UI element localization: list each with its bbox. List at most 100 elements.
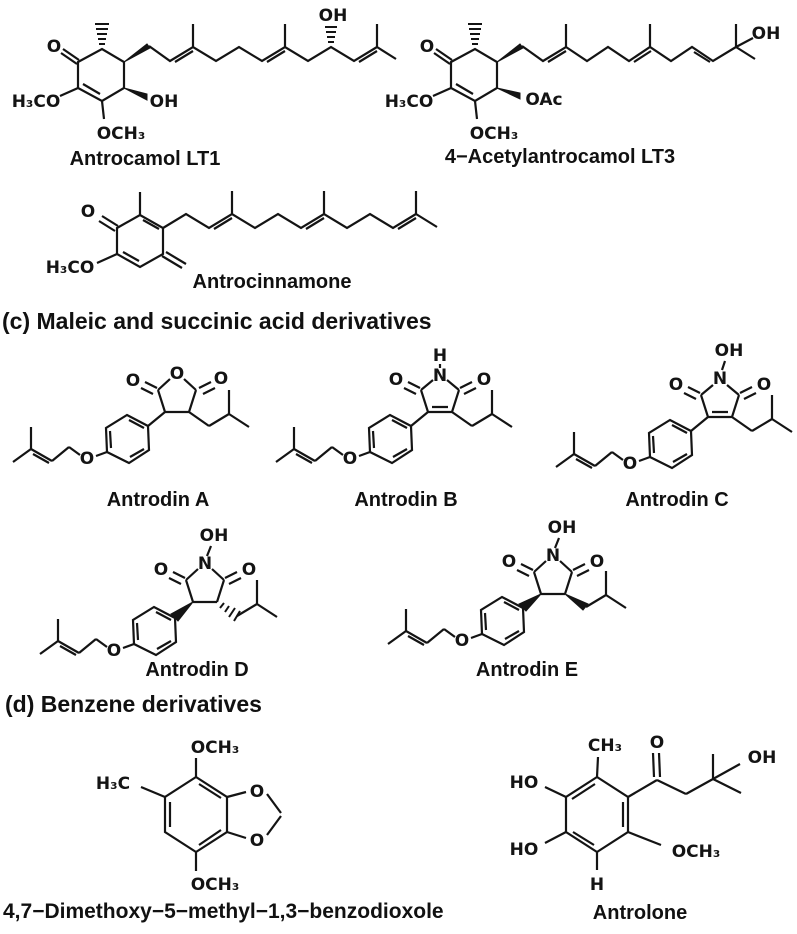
prenyloxyphenyl-group — [274, 413, 414, 471]
prenyloxyphenyl-group — [386, 595, 526, 653]
structure-antrocamol-lt1: O H₃CO OCH₃ OH OH — [12, 6, 397, 144]
atom-label-n: N — [546, 546, 560, 566]
ring-bonds — [163, 775, 229, 854]
atom-label-o: O — [420, 37, 434, 57]
hash-bond-methyl — [468, 23, 482, 45]
atom-label-o-right: O — [242, 560, 256, 580]
atom-label-och3: OCH₃ — [470, 124, 519, 144]
atom-label-n: N — [713, 369, 727, 389]
atom-label-h3co: H₃CO — [385, 92, 434, 112]
atom-label-oh: OH — [752, 24, 781, 44]
atom-label-o-bottom: O — [250, 831, 264, 851]
wedge-bond-oac — [496, 87, 521, 100]
isobutyl-group — [470, 388, 514, 429]
atom-label-och3: OCH₃ — [672, 842, 721, 862]
atom-label-och3-top: OCH₃ — [191, 738, 240, 758]
atom-label-o-left: O — [154, 560, 168, 580]
atom-label-o-right: O — [757, 375, 771, 395]
isobutyl-group — [750, 393, 794, 434]
atom-label-o: O — [650, 733, 664, 753]
atom-label-h3co: H₃CO — [12, 92, 61, 112]
wedge-bond-oh — [123, 87, 148, 101]
isobutyl-group — [584, 569, 628, 610]
double-bonds — [571, 752, 662, 846]
isobutyl-group — [235, 578, 279, 619]
hash-bond-isobutyl — [219, 602, 241, 622]
double-bonds — [60, 48, 378, 95]
prenyloxyphenyl-group — [11, 413, 151, 471]
compound-label-antrodin-a: Antrodin A — [106, 489, 210, 511]
atom-label-o: O — [81, 202, 95, 222]
atom-label-o-left: O — [502, 552, 516, 572]
hash-bond-oh — [325, 26, 337, 43]
atom-label-ch3: CH₃ — [588, 736, 622, 756]
compound-label-antrodin-d: Antrodin D — [145, 659, 249, 681]
atom-label-oac: OAc — [525, 90, 562, 110]
atom-label-o-right: O — [214, 369, 228, 389]
atom-label-h: H — [433, 346, 447, 366]
compound-label-antrolone: Antrolone — [592, 902, 688, 924]
compound-label-antrodin-c: Antrodin C — [625, 489, 729, 511]
atom-label-och3-bottom: OCH₃ — [191, 875, 240, 895]
atom-label-n: N — [433, 366, 447, 386]
structure-antrodin-d: OH N O O — [38, 526, 279, 663]
structure-antrocinnamone: O H₃CO — [46, 191, 438, 278]
imide-ring-bonds — [690, 360, 753, 432]
isobutyl-group — [207, 388, 251, 429]
imide-ring-bonds — [532, 537, 574, 596]
single-bonds — [544, 754, 742, 870]
aromatic-double-bonds — [168, 783, 222, 846]
atom-label-n: N — [198, 554, 212, 574]
atom-label-o-right: O — [477, 370, 491, 390]
double-bonds — [683, 386, 757, 414]
structure-acetylantrocamol-lt3: O H₃CO OCH₃ OAc OH — [385, 23, 781, 144]
ring-bonds — [115, 213, 165, 269]
double-bonds — [98, 215, 417, 269]
imide-ring-bonds — [147, 378, 210, 427]
compound-label-antrocamol-lt1: Antrocamol LT1 — [69, 148, 221, 170]
atom-label-o-ring: O — [170, 364, 184, 384]
hash-bond-methyl — [95, 23, 109, 45]
atom-label-oh: OH — [548, 518, 577, 538]
carbonyl-double-bonds — [168, 571, 242, 585]
double-bonds — [403, 381, 477, 409]
atom-label-o-top: O — [250, 782, 264, 802]
compound-label-antrodin-b: Antrodin B — [354, 489, 458, 511]
atom-label-oh: OH — [748, 748, 777, 768]
single-bonds — [96, 191, 438, 265]
atom-label-o-left: O — [669, 375, 683, 395]
structure-benzodioxole: OCH₃ OCH₃ H₃C O O — [96, 738, 282, 895]
imide-ring-bonds — [184, 545, 226, 604]
prenyloxyphenyl-group — [554, 418, 694, 476]
single-bonds — [432, 24, 756, 120]
atom-label-o-right: O — [590, 552, 604, 572]
structure-antrodin-c: OH N O O — [554, 341, 794, 476]
double-bonds — [433, 48, 711, 95]
atom-label-h: H — [590, 875, 604, 895]
compound-label-antrodin-e: Antrodin E — [475, 659, 579, 681]
structure-antrodin-a: O O O — [11, 364, 251, 471]
compound-label-benzodioxole: 4,7−Dimethoxy−5−methyl−1,3−benzodioxole — [3, 900, 444, 923]
ring-bonds — [564, 775, 630, 854]
section-heading-d: (d) Benzene derivatives — [5, 691, 262, 717]
wedge-bond-chain — [496, 43, 524, 63]
atom-label-oh-ring: OH — [150, 92, 179, 112]
structure-antrodin-e: OH N O O — [386, 518, 628, 653]
carbonyl-double-bonds — [516, 563, 590, 577]
atom-label-ho-bottom: HO — [510, 840, 539, 860]
wedge-bond-isobutyl — [564, 593, 589, 611]
atom-label-o-left: O — [389, 370, 403, 390]
section-heading-c: (c) Maleic and succinic acid derivatives — [2, 308, 432, 334]
single-bonds — [140, 758, 282, 871]
atom-label-o: O — [47, 37, 61, 57]
imide-ring-bonds — [410, 364, 473, 427]
atom-label-o-left: O — [126, 371, 140, 391]
wedge-bond-chain — [123, 43, 151, 63]
ring-bonds — [449, 47, 499, 103]
ring-bonds — [76, 47, 126, 103]
compound-label-antrocinnamone: Antrocinnamone — [192, 271, 352, 293]
structure-antrolone: CH₃ O OH HO HO H OCH₃ — [510, 733, 777, 895]
atom-label-oh-chain: OH — [319, 6, 348, 26]
